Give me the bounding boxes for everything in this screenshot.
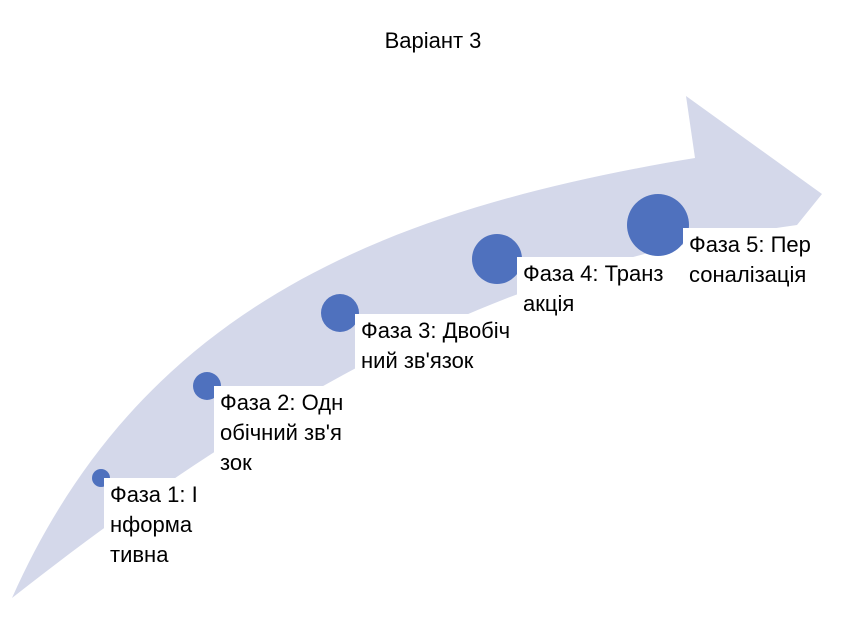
phase-4-label: Фаза 4: Транзакція	[517, 257, 672, 323]
phase-3-marker	[321, 294, 359, 332]
phase-3-label: Фаза 3: Двобічний зв'язок	[355, 314, 517, 380]
phase-4-marker	[472, 234, 522, 284]
curved-arrow	[12, 96, 822, 598]
phase-2-label: Фаза 2: Однобічний зв'язок	[214, 386, 350, 482]
phase-5-label: Фаза 5: Персоналізація	[683, 228, 817, 294]
phase-5-marker	[627, 194, 689, 256]
phase-1-label: Фаза 1: Інформативна	[104, 478, 204, 574]
diagram-title: Варіант 3	[384, 28, 482, 53]
